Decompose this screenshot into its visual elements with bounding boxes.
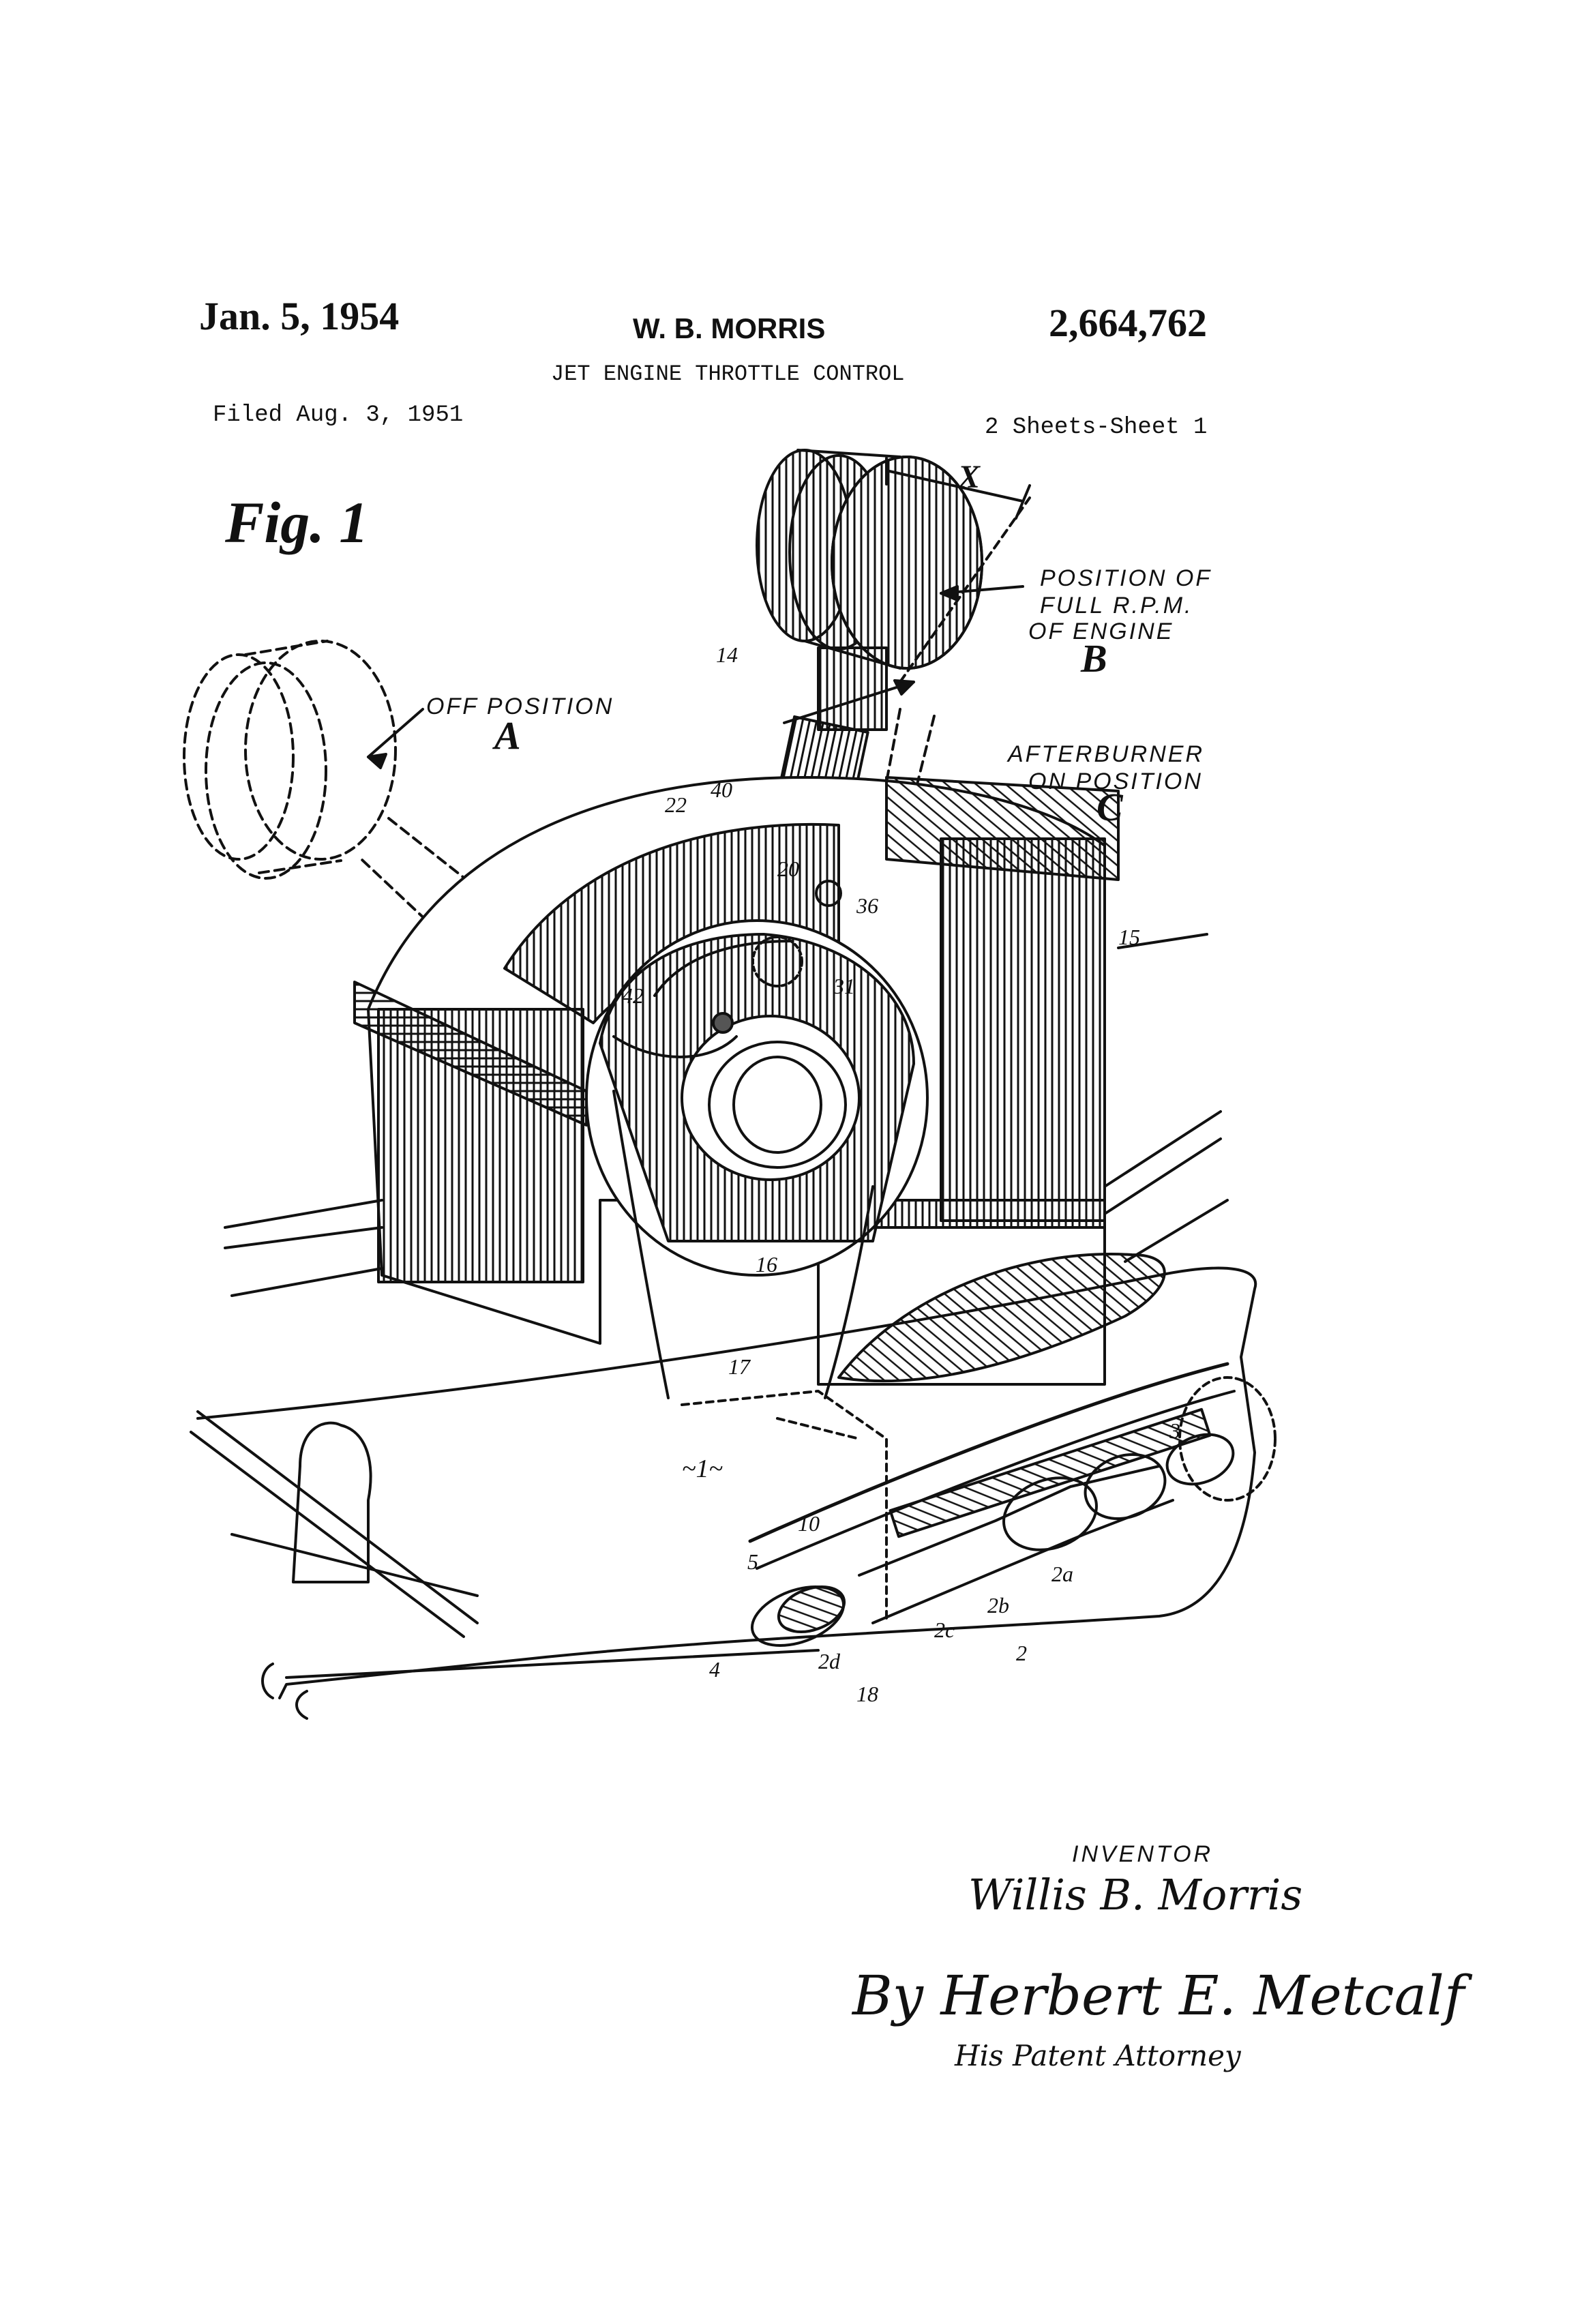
off-position-letter: A bbox=[494, 713, 521, 758]
ref-2: 2 bbox=[1016, 1641, 1027, 1666]
ref-20: 20 bbox=[777, 856, 799, 882]
ref-2a: 2a bbox=[1051, 1562, 1073, 1587]
ref-36: 36 bbox=[856, 893, 878, 919]
ref-2d: 2d bbox=[818, 1649, 840, 1674]
ref-16: 16 bbox=[756, 1252, 777, 1277]
ref-40: 40 bbox=[711, 777, 732, 803]
ref-4: 4 bbox=[709, 1657, 720, 1682]
ref-22: 22 bbox=[665, 792, 687, 818]
ref-31: 31 bbox=[833, 974, 855, 999]
engine-nacelle bbox=[744, 1364, 1275, 1657]
full-rpm-letter: B bbox=[1081, 636, 1107, 681]
ref-42: 42 bbox=[622, 983, 644, 1009]
inventor-signature: Willis B. Morris bbox=[968, 1870, 1302, 1920]
ref-1: ~1~ bbox=[682, 1454, 723, 1484]
ref-10: 10 bbox=[798, 1511, 820, 1536]
ref-17: 17 bbox=[728, 1354, 750, 1380]
afterburner-letter: C bbox=[1096, 784, 1123, 830]
ref-15: 15 bbox=[1118, 925, 1140, 950]
travel-dimension-label: X bbox=[958, 458, 980, 496]
ref-14: 14 bbox=[716, 642, 738, 668]
ref-2c: 2c bbox=[934, 1618, 955, 1643]
ref-5: 5 bbox=[747, 1549, 758, 1575]
full-rpm-caption-line-2: FULL R.P.M. bbox=[1040, 592, 1193, 619]
full-rpm-caption-line-1: POSITION OF bbox=[1040, 565, 1212, 592]
afterburner-caption-line-1: AFTERBURNER bbox=[1008, 741, 1204, 768]
ref-3: 3 bbox=[1169, 1418, 1180, 1444]
ref-2b: 2b bbox=[987, 1593, 1009, 1618]
attorney-role: His Patent Attorney bbox=[955, 2039, 1241, 2072]
attorney-signature: By Herbert E. Metcalf bbox=[852, 1964, 1465, 2027]
inventor-label: INVENTOR bbox=[1072, 1841, 1213, 1868]
ref-18: 18 bbox=[856, 1682, 878, 1707]
